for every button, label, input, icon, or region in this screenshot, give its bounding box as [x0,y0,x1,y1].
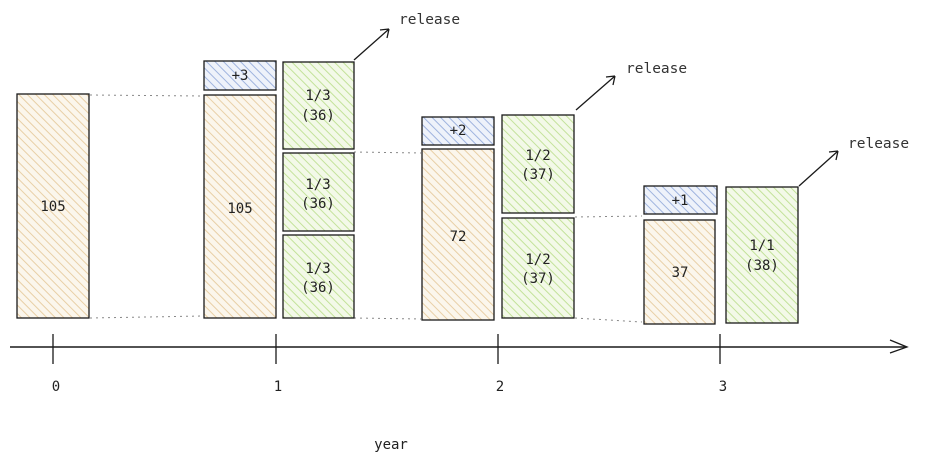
year3-release: release [798,136,909,187]
year3-remaining-label: 37 [672,265,689,281]
year1-part-3-fraction: 1/3 [305,261,330,277]
year2-part-1 [501,114,575,214]
year1-release: release [353,12,460,61]
year3-part-1 [725,186,799,324]
year1-added-label: +3 [232,68,249,84]
year2-released: 1/2 (37) 1/2 (37) [501,114,575,319]
year1-released: 1/3 (36) 1/3 (36) 1/3 (36) [282,61,355,319]
year3-released: 1/1 (38) [725,186,799,324]
release-arrow-icon [353,28,390,61]
release-arrow-icon [575,75,616,111]
year2-part-1-amount: (37) [521,167,555,183]
year0-remaining-label: 105 [40,199,65,215]
year2-part-2-fraction: 1/2 [525,252,550,268]
year1-part-2 [282,152,355,232]
year1-release-label: release [399,12,460,28]
year2-stack: +2 72 [421,116,495,321]
tick-label: 3 [719,379,727,395]
year0-stack: 105 [16,93,90,319]
year2-release: release [575,61,687,111]
year3-part-1-amount: (38) [745,258,779,274]
release-arrow-icon [798,150,839,187]
year1-part-1 [282,61,355,150]
year1-stack: +3 105 [203,60,277,319]
year3-added-block [643,185,718,215]
tick-label: 2 [496,379,504,395]
year2-part-1-fraction: 1/2 [525,148,550,164]
year2-release-label: release [626,61,687,77]
year2-part-2 [501,217,575,319]
year1-part-1-fraction: 1/3 [305,88,330,104]
year1-remaining-label: 105 [227,201,252,217]
time-axis: 0 1 2 3 year [10,334,909,453]
year1-part-3-amount: (36) [301,280,335,296]
connector-lines [89,94,643,323]
year1-part-1-amount: (36) [301,108,335,124]
year2-added-block [421,116,495,146]
year1-part-2-amount: (36) [301,196,335,212]
year2-remaining-block [421,148,495,321]
tick-label: 1 [274,379,282,395]
year3-release-label: release [848,136,909,152]
year1-remaining-block [203,94,277,319]
year0-remaining-block [16,93,90,319]
year2-part-2-amount: (37) [521,271,555,287]
year3-remaining-block [643,219,716,325]
year3-stack: +1 37 [643,185,718,325]
year2-remaining-label: 72 [450,229,467,245]
year1-part-3 [282,234,355,319]
year3-added-label: +1 [672,193,689,209]
tick-label: 0 [52,379,60,395]
year1-part-2-fraction: 1/3 [305,177,330,193]
year1-added-block [203,60,277,91]
year3-part-1-fraction: 1/1 [749,238,774,254]
axis-arrow-icon [889,339,909,354]
year2-added-label: +2 [450,123,467,139]
x-axis-label: year [374,437,408,453]
